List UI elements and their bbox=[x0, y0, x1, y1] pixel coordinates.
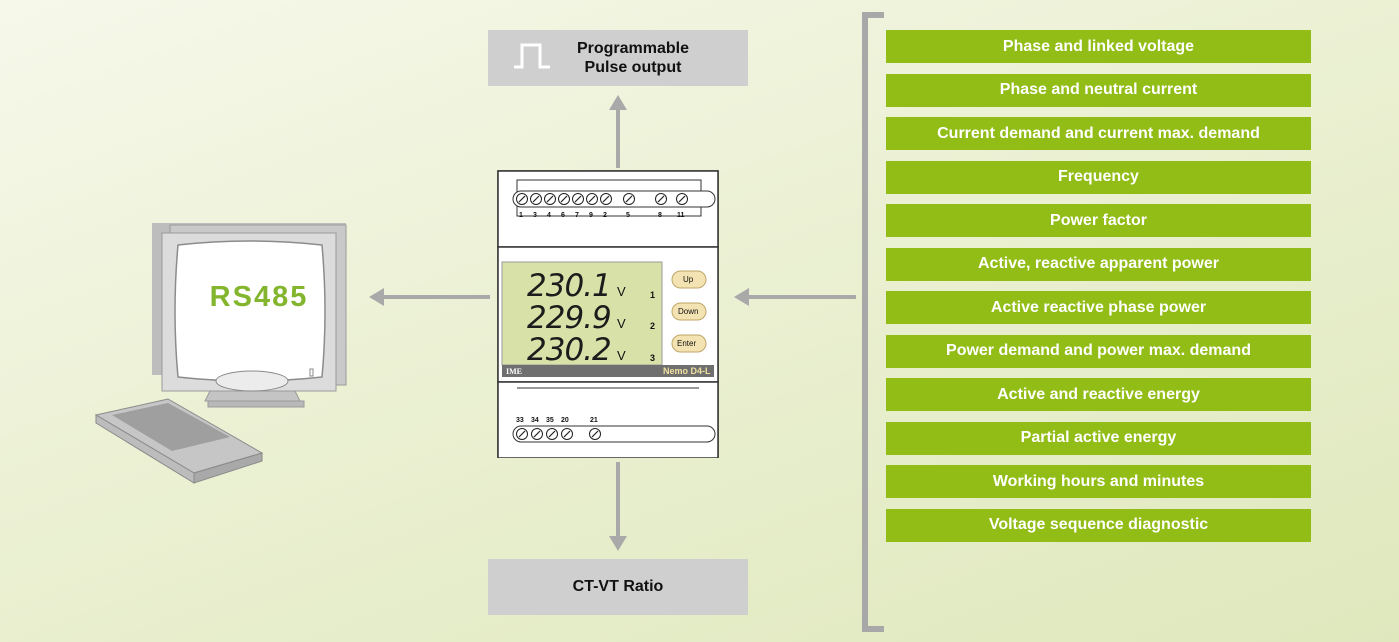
rs485-label: RS485 bbox=[209, 281, 309, 313]
terminal-label: 5 bbox=[626, 212, 630, 219]
enter-button[interactable] bbox=[671, 334, 707, 353]
reading-1: 230.1 bbox=[527, 268, 611, 304]
brand-label: IME bbox=[506, 367, 522, 376]
energy-meter-device: 1 3 4 6 7 9 2 5 8 11 230.1 V 1 229.9 V 2… bbox=[497, 170, 719, 458]
up-button-label: Up bbox=[683, 275, 694, 284]
feature-item: Active and reactive energy bbox=[886, 378, 1311, 411]
bottom-terminal-strip bbox=[512, 425, 716, 443]
down-button-label: Down bbox=[678, 307, 698, 316]
down-button[interactable] bbox=[671, 302, 707, 321]
arrow-features-head bbox=[734, 288, 749, 306]
reading-2-unit: V bbox=[617, 316, 626, 331]
feature-list: Phase and linked voltage Phase and neutr… bbox=[886, 30, 1311, 552]
lcd-screen bbox=[501, 261, 663, 366]
reading-1-unit: V bbox=[617, 284, 626, 299]
terminal-label: 2 bbox=[603, 212, 607, 219]
reading-2: 229.9 bbox=[527, 300, 611, 336]
terminal-label: 21 bbox=[590, 417, 598, 424]
terminal-label: 20 bbox=[561, 417, 569, 424]
terminal-label: 9 bbox=[589, 212, 593, 219]
monitor-screen bbox=[174, 240, 326, 382]
feature-item: Power factor bbox=[886, 204, 1311, 237]
phase-1-label: 1 bbox=[650, 290, 655, 300]
feature-item: Partial active energy bbox=[886, 421, 1311, 455]
terminal-label: 1 bbox=[519, 212, 523, 219]
pulse-output-line2: Pulse output bbox=[584, 59, 682, 76]
feature-bracket bbox=[862, 12, 884, 632]
terminal-label: 8 bbox=[658, 212, 662, 219]
feature-item: Active reactive phase power bbox=[886, 291, 1311, 324]
feature-item: Phase and neutral current bbox=[886, 73, 1311, 107]
ct-vt-ratio-box: CT-VT Ratio bbox=[488, 559, 748, 615]
feature-item: Current demand and current max. demand bbox=[886, 117, 1311, 150]
reading-3-unit: V bbox=[617, 348, 626, 363]
brand-strip bbox=[502, 365, 714, 377]
feature-item: Phase and linked voltage bbox=[886, 30, 1311, 63]
feature-item: Power demand and power max. demand bbox=[886, 334, 1311, 368]
terminal-label: 6 bbox=[561, 212, 565, 219]
reading-3: 230.2 bbox=[527, 332, 611, 368]
terminal-label: 33 bbox=[516, 417, 524, 424]
phase-3-label: 3 bbox=[650, 353, 655, 363]
feature-item: Working hours and minutes bbox=[886, 465, 1311, 498]
up-button[interactable] bbox=[671, 270, 707, 289]
enter-button-label: Enter bbox=[677, 339, 696, 348]
pulse-output-line1: Programmable bbox=[576, 40, 690, 57]
arrow-up-head bbox=[609, 95, 627, 110]
computer-illustration bbox=[94, 223, 347, 484]
pulse-output-box: Programmable Pulse output bbox=[488, 30, 748, 86]
arrow-left-head bbox=[369, 288, 384, 306]
terminal-label: 11 bbox=[677, 212, 685, 219]
terminal-label: 34 bbox=[531, 417, 539, 424]
phase-2-label: 2 bbox=[650, 321, 655, 331]
terminal-label: 3 bbox=[533, 212, 537, 219]
arrow-down-head bbox=[609, 536, 627, 551]
terminal-label: 7 bbox=[575, 212, 579, 219]
feature-item: Active, reactive apparent power bbox=[886, 247, 1311, 281]
ct-vt-ratio-label: CT-VT Ratio bbox=[572, 578, 664, 595]
model-label: Nemo D4-L bbox=[663, 366, 711, 376]
feature-item: Frequency bbox=[886, 160, 1311, 194]
terminal-label: 4 bbox=[547, 212, 551, 219]
terminal-label: 35 bbox=[546, 417, 554, 424]
feature-item: Voltage sequence diagnostic bbox=[886, 508, 1311, 542]
pulse-waveform-icon bbox=[514, 43, 550, 69]
